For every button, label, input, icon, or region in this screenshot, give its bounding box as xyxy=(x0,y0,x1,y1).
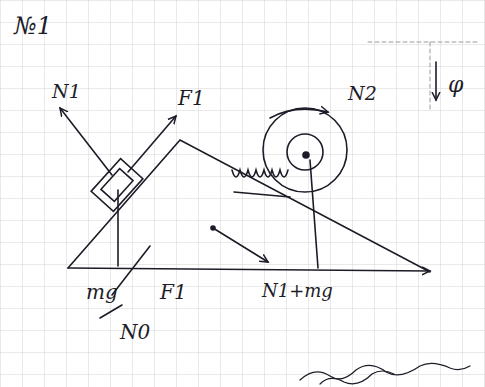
force-label: F1 xyxy=(160,282,187,302)
force-label: N1 xyxy=(52,82,81,101)
force-label: N2 xyxy=(348,84,377,103)
force-label: mg xyxy=(86,282,118,302)
force-label: φ xyxy=(448,74,463,96)
force-label: N0 xyxy=(120,322,150,342)
force-label: F1 xyxy=(178,88,205,108)
force-label: №1 xyxy=(14,14,52,38)
force-label: N1+mg xyxy=(262,282,333,300)
